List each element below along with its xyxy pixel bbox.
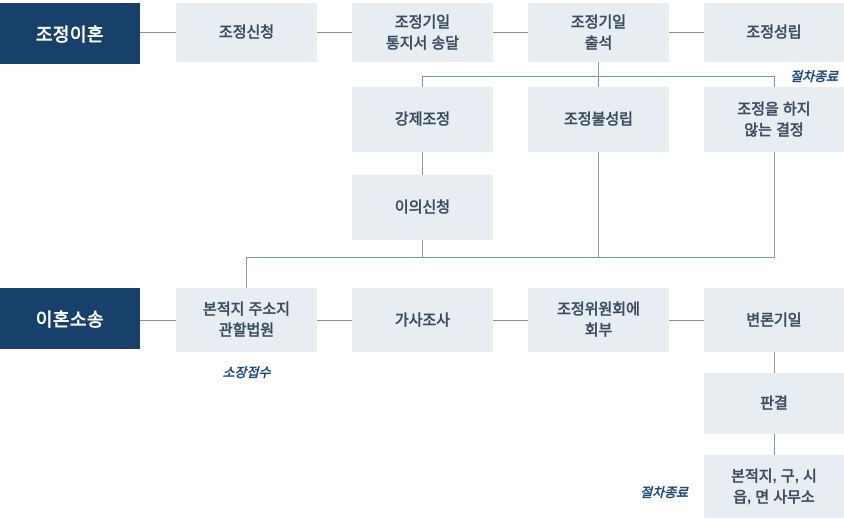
label-complaint-filing: 소장접수 bbox=[222, 365, 271, 380]
connector-gather-to-lawsuit bbox=[246, 257, 775, 258]
node-objection: 이의신청 bbox=[352, 175, 493, 240]
connector-decision-down bbox=[774, 152, 775, 257]
node-hearing-attendance: 조정기일 출석 bbox=[528, 3, 669, 62]
label-procedure-end-bottom: 절차종료 bbox=[640, 485, 688, 500]
node-mediation-not-established: 조정불성립 bbox=[528, 87, 669, 152]
connector-compulsory-to-objection bbox=[422, 152, 423, 175]
node-compulsory-mediation: 강제조정 bbox=[352, 87, 493, 152]
connector-mediation-header-to-request bbox=[140, 32, 176, 33]
connector-attendance-down bbox=[598, 62, 599, 87]
node-decision-not-to-mediate: 조정을 하지 않는 결정 bbox=[704, 87, 844, 152]
node-hearing-notice-delivery: 조정기일 통지서 송달 bbox=[352, 3, 493, 62]
connector-request-to-notice bbox=[317, 32, 352, 33]
connector-judgment-to-registry bbox=[774, 434, 775, 455]
label-procedure-end-top: 절차종료 bbox=[790, 69, 838, 84]
node-pleading-date: 변론기일 bbox=[704, 288, 844, 352]
connector-notice-to-attendance bbox=[493, 32, 528, 33]
node-family-investigation: 가사조사 bbox=[352, 288, 493, 352]
node-mediation-established: 조정성립 bbox=[704, 3, 844, 62]
connector-attendance-to-established bbox=[669, 32, 704, 33]
connector-court-to-investigation bbox=[317, 320, 352, 321]
connector-pleading-to-judgment bbox=[774, 352, 775, 373]
connector-branch-to-compulsory bbox=[422, 76, 423, 87]
node-mediation-request: 조정신청 bbox=[176, 3, 317, 62]
connector-lawsuit-header-to-court bbox=[140, 320, 176, 321]
connector-objection-down bbox=[422, 240, 423, 257]
connector-down-to-court bbox=[246, 257, 247, 288]
connector-investigation-to-referral bbox=[493, 320, 528, 321]
connector-referral-to-pleading bbox=[669, 320, 704, 321]
connector-not-established-down bbox=[598, 152, 599, 257]
node-judgment: 판결 bbox=[704, 373, 844, 434]
node-registry-office: 본적지, 구, 시 읍, 면 사무소 bbox=[704, 455, 844, 518]
connector-branch-to-decision bbox=[774, 76, 775, 87]
connector-branch-row2 bbox=[422, 76, 775, 77]
lane-header-divorce-lawsuit: 이혼소송 bbox=[0, 288, 140, 349]
node-competent-court: 본적지 주소지 관할법원 bbox=[176, 288, 317, 352]
node-committee-referral: 조정위원회에 회부 bbox=[528, 288, 669, 352]
lane-header-mediation-divorce: 조정이혼 bbox=[0, 3, 140, 64]
